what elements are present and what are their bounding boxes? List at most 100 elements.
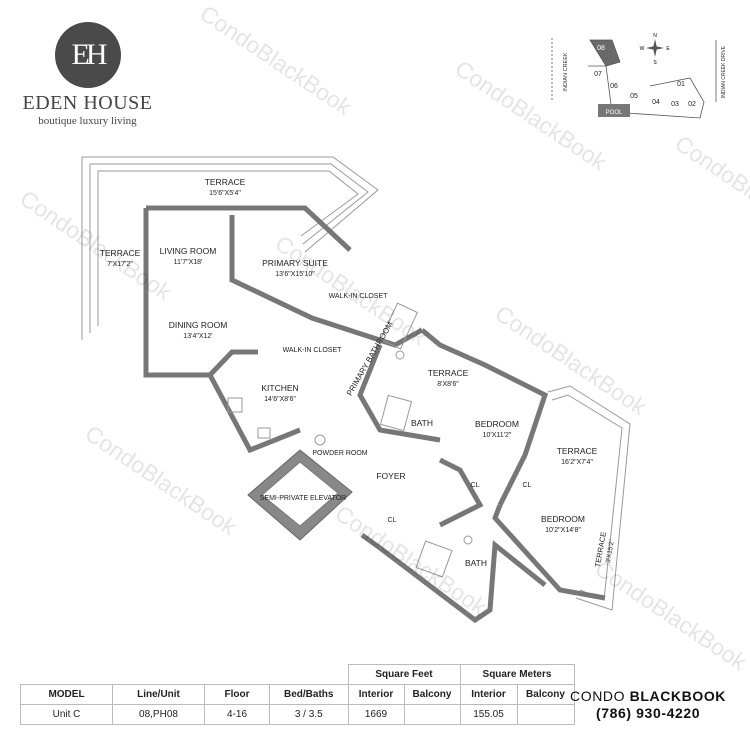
keyplan-unit-01: 01: [677, 81, 685, 88]
keyplan-unit-08: 08: [597, 45, 605, 52]
cell-sqm-balcony: [516, 704, 575, 725]
terrace-railing-top-inner2: [97, 170, 359, 326]
terrace-right-label: TERRACE: [557, 446, 598, 456]
walkin-closet-2-label: WALK-IN CLOSET: [283, 347, 343, 354]
kitchen-dims: 14'6"X8'6": [264, 396, 296, 403]
elevator-block: [247, 449, 353, 541]
cell-line-unit: 08,PH08: [112, 704, 205, 725]
terrace-top-label: TERRACE: [205, 177, 246, 187]
compass-n: N: [653, 33, 657, 39]
sink-primary: [395, 350, 405, 360]
toilet-powder: [314, 434, 326, 446]
shower-bath2: [415, 540, 453, 578]
header-sqft-interior: Interior: [347, 684, 405, 705]
keyplan: INDIAN CREEK INDIAN CREEK DRIVE POOL 08 …: [551, 33, 727, 119]
wall-bath-core: [357, 344, 441, 443]
powder-room-label: POWDER ROOM: [312, 450, 367, 457]
header-line-unit: Line/Unit: [112, 684, 205, 705]
brand-blackbook: BLACKBOOK: [629, 688, 727, 704]
living-room-label: LIVING ROOM: [160, 246, 217, 256]
primary-suite-dims: 13'6"X15'10": [275, 271, 315, 278]
header-floor: Floor: [204, 684, 270, 705]
foyer-label: FOYER: [376, 471, 405, 481]
terrace-left-label: TERRACE: [100, 248, 141, 258]
keyplan-unit-05: 05: [630, 93, 638, 100]
exterior-wall-bedroom2: [492, 504, 606, 601]
header-sqm-balcony: Balcony: [516, 684, 575, 705]
exterior-wall-primary: [229, 215, 424, 348]
elevator-label: SEMI-PRIVATE ELEVATOR: [260, 495, 346, 502]
keyplan-unit-03: 03: [671, 101, 679, 108]
dining-room-dims: 13'4"X12': [183, 333, 212, 340]
terrace-right-dims: 16'2"X7'4": [561, 459, 593, 466]
terrace-mid-dims: 8'X8'6": [437, 381, 459, 388]
exterior-wall-kitchen: [207, 373, 301, 454]
kitchen-label: KITCHEN: [261, 383, 298, 393]
living-room-dims: 11'7"X18': [174, 259, 203, 266]
cell-sqft-interior: 1669: [347, 704, 405, 725]
exterior-wall-center: [420, 328, 549, 507]
keyplan-street-right: INDIAN CREEK DRIVE: [721, 45, 727, 98]
bedroom1-label: BEDROOM: [475, 419, 519, 429]
walkin-closet-1-label: WALK-IN CLOSET: [329, 293, 389, 300]
closet-label-bedroom1: CL: [471, 482, 480, 489]
bedroom2-label: BEDROOM: [541, 514, 585, 524]
sink-kitchen: [257, 427, 271, 439]
exterior-wall-south: [360, 532, 547, 624]
logo-monogram: EH: [54, 22, 121, 88]
terrace-railing-right-inner: [551, 394, 623, 601]
header-sqft-balcony: Balcony: [403, 684, 461, 705]
brand-tagline: boutique luxury living: [38, 115, 137, 127]
cell-model: Unit C: [20, 704, 113, 725]
exterior-wall-west: [143, 208, 258, 378]
cell-floor: 4-16: [204, 704, 270, 725]
stove: [227, 397, 243, 413]
bedroom2-dims: 10'2"X14'8": [545, 527, 581, 534]
cell-bed-baths: 3 / 3.5: [269, 704, 349, 725]
toilet-bath2: [463, 535, 473, 545]
closet-label-bedroom2: CL: [523, 482, 532, 489]
exterior-wall-north: [146, 205, 352, 252]
wall-foyer: [438, 457, 484, 528]
compass-w: W: [640, 46, 645, 52]
header-sqm-interior: Interior: [459, 684, 518, 705]
keyplan-unit-07: 07: [594, 71, 602, 78]
brand-condo: CONDO: [570, 688, 626, 704]
group-square-feet: Square Feet: [347, 664, 461, 685]
eden-house-logo: EH EDEN HOUSE boutique luxury living: [20, 22, 155, 127]
terrace-side-dims: 3'X15'2": [605, 538, 616, 563]
bath1-label: BATH: [411, 418, 433, 428]
phone-number[interactable]: (786) 930-4220: [596, 705, 701, 721]
terrace-railing-top-inner: [89, 163, 369, 333]
header-model: MODEL: [20, 684, 113, 705]
header-bed-baths: Bed/Baths: [269, 684, 349, 705]
dining-room-label: DINING ROOM: [169, 320, 228, 330]
brand-name: EDEN HOUSE: [22, 92, 153, 114]
bath2-label: BATH: [465, 558, 487, 568]
cell-sqft-balcony: [403, 704, 461, 725]
terrace-mid-label: TERRACE: [428, 368, 469, 378]
group-square-meters: Square Meters: [459, 664, 575, 685]
keyplan-street-left: INDIAN CREEK: [563, 52, 569, 91]
compass-s: S: [653, 60, 657, 66]
compass-e: E: [666, 46, 670, 52]
terrace-railing-top: [81, 156, 379, 340]
keyplan-pool: POOL: [606, 110, 623, 116]
cell-sqm-interior: 155.05: [459, 704, 518, 725]
keyplan-unit-02: 02: [688, 101, 696, 108]
vanity-bath1: [379, 394, 413, 432]
primary-suite-label: PRIMARY SUITE: [262, 258, 328, 268]
condo-blackbook-brand: CONDO BLACKBOOK: [570, 688, 726, 704]
table-row: Unit C 08,PH08 4-16 3 / 3.5 1669 155.05: [20, 704, 575, 725]
unit-specs-table: Square Feet Square Meters MODEL Line/Uni…: [20, 664, 575, 725]
bedroom1-dims: 10'X11'2": [483, 432, 512, 439]
bathtub: [379, 302, 419, 350]
terrace-left-dims: 7'X17'2": [107, 261, 133, 268]
keyplan-unit-06: 06: [610, 83, 618, 90]
keyplan-unit-04: 04: [652, 99, 660, 106]
terrace-top-dims: 15'6"X5'4": [209, 190, 241, 197]
terrace-railing-right: [547, 385, 631, 611]
compass-icon: N S E W: [640, 33, 671, 66]
